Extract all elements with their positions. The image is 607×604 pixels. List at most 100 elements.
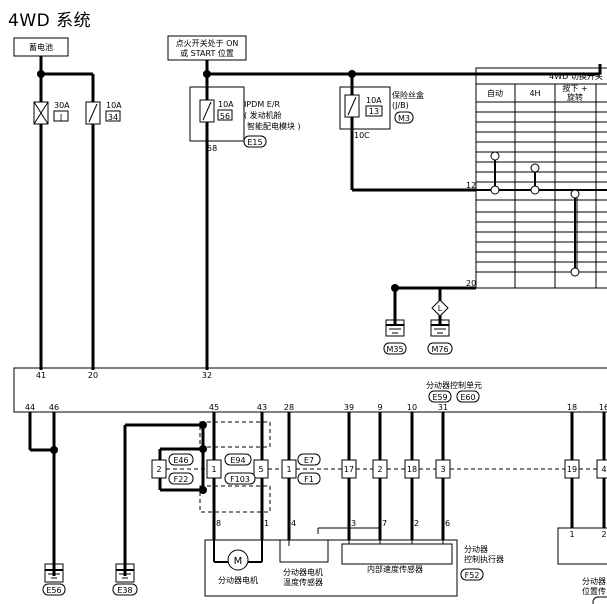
actuator-box xyxy=(204,539,458,597)
fuse-10a-id-box xyxy=(105,110,121,122)
jb-line-1: 保险丝盒 xyxy=(392,90,424,100)
ecu-pin-31: 31 xyxy=(438,403,448,412)
l-marker: L xyxy=(438,304,443,313)
ecu-top-pin-41: 41 xyxy=(36,371,46,380)
temp-sensor-box xyxy=(279,539,329,563)
switch-pin-20: 20 xyxy=(466,279,476,288)
switch-col-auto: 自动 xyxy=(487,88,503,98)
ecu-conn-e59: E59 xyxy=(432,393,447,402)
conn-e46: E46 xyxy=(173,456,188,465)
act-pin-7: 7 xyxy=(382,519,387,528)
temp-label-2: 温度传感器 xyxy=(283,577,323,587)
position-sensor-box xyxy=(557,527,607,565)
motor-label: 分动器电机 xyxy=(218,575,258,585)
switch-col-press: 按下 + xyxy=(562,83,587,93)
speed-label: 内部速度传感器 xyxy=(367,564,423,574)
box-num-8: 19 xyxy=(567,465,577,474)
speed-sensor-box xyxy=(341,543,453,565)
right-pin-1: 1 xyxy=(569,530,574,539)
ecu-top-pin-20: 20 xyxy=(88,371,98,380)
box-num-3: 1 xyxy=(286,465,291,474)
jb-pin: 10C xyxy=(354,131,370,140)
l-marker-diamond xyxy=(431,299,449,317)
box-num-4: 17 xyxy=(344,465,354,474)
ignition-line-2: 或 START 位置 xyxy=(180,48,234,58)
ipdm-line-2: ( 发动机舱 xyxy=(244,110,282,120)
ecu-pin-16: 16 xyxy=(599,403,607,412)
ecu-pin-43: 43 xyxy=(257,403,267,412)
jb-id: 13 xyxy=(369,107,379,116)
box-num-5: 2 xyxy=(377,465,382,474)
actuator-conn: F52 xyxy=(465,571,480,580)
switch-pin-12: 12 xyxy=(466,181,476,190)
act-pin-2: 2 xyxy=(414,519,419,528)
ecu-top-pin-32: 32 xyxy=(202,371,212,380)
fuse-30a-id: J xyxy=(59,113,62,122)
temp-label-1: 分动器电机 xyxy=(283,567,323,577)
box-num-6: 18 xyxy=(407,465,417,474)
ecu-pin-39: 39 xyxy=(344,403,354,412)
jb-amp: 10A xyxy=(366,96,382,105)
switch-col-4h: 4H xyxy=(529,89,540,98)
box-num-0: 2 xyxy=(156,465,161,474)
ground-m35: M35 xyxy=(386,345,403,354)
jb-conn: M3 xyxy=(398,114,410,123)
ecu-pin-46: 46 xyxy=(49,403,59,412)
ecu-pin-10: 10 xyxy=(407,403,417,412)
ipdm-box xyxy=(189,86,245,142)
ipdm-line-1: IPDM E/R xyxy=(244,100,281,109)
fuse-10a-amp: 10A xyxy=(106,101,122,110)
ipdm-amp: 10A xyxy=(218,100,234,109)
ground-m76-box xyxy=(430,319,450,337)
fuse-10a-id: 34 xyxy=(108,113,118,122)
fuse-30a-amp: 30A xyxy=(54,101,70,110)
ecu-conn-e60: E60 xyxy=(460,393,475,402)
box-num-7: 3 xyxy=(440,465,445,474)
ground-e56: E56 xyxy=(46,586,61,595)
conn-e94: E94 xyxy=(230,456,245,465)
right-label-2: 位置传 xyxy=(582,586,606,596)
box-num-2: 5 xyxy=(258,465,263,474)
ecu-box xyxy=(13,367,607,413)
act-pin-8: 8 xyxy=(216,519,221,528)
ecu-pin-28: 28 xyxy=(284,403,294,412)
jb-line-2: (J/B) xyxy=(392,101,409,110)
ecu-pin-18: 18 xyxy=(567,403,577,412)
act-pin-4: 4 xyxy=(291,519,296,528)
ipdm-conn: E15 xyxy=(247,138,262,147)
page-title: 4WD 系统 xyxy=(8,11,92,31)
right-label-1: 分动器 xyxy=(582,576,606,586)
ecu-title: 分动器控制单元 xyxy=(426,380,482,390)
switch-col-rotate: 旋转 xyxy=(567,92,583,102)
box-num-1: 1 xyxy=(211,465,216,474)
ignition-line-1: 点火开关处于 ON xyxy=(176,38,239,48)
ecu-pin-44: 44 xyxy=(25,403,35,412)
ecu-pin-9: 9 xyxy=(377,403,382,412)
ipdm-id: 56 xyxy=(220,112,230,121)
fuse-30a-id-box xyxy=(53,110,69,122)
motor-m: M xyxy=(234,556,243,567)
ground-e38: E38 xyxy=(117,586,132,595)
battery-label: 蓄电池 xyxy=(29,42,53,52)
ecu-pin-45: 45 xyxy=(209,403,219,412)
ipdm-line-3: 智能配电模块 ) xyxy=(247,121,301,131)
ipdm-pin: 58 xyxy=(207,144,217,153)
ground-m76: M76 xyxy=(431,345,448,354)
conn-f1: F1 xyxy=(304,475,314,484)
right-pin-2: 2 xyxy=(601,530,606,539)
actuator-label-1: 分动器 xyxy=(464,544,488,554)
4wd-switch-box xyxy=(475,67,607,289)
conn-f22: F22 xyxy=(174,475,189,484)
ground-m35-box xyxy=(385,319,405,337)
box-num-9: 4 xyxy=(601,465,606,474)
conn-e7: E7 xyxy=(304,456,314,465)
conn-f103: F103 xyxy=(230,475,250,484)
motor-symbol xyxy=(227,549,249,571)
switch-title: 4WD 切换开关 xyxy=(549,71,603,81)
jb-box xyxy=(339,86,391,130)
act-pin-6: 6 xyxy=(445,519,450,528)
act-pin-3: 3 xyxy=(351,519,356,528)
act-pin-1: 1 xyxy=(264,519,269,528)
